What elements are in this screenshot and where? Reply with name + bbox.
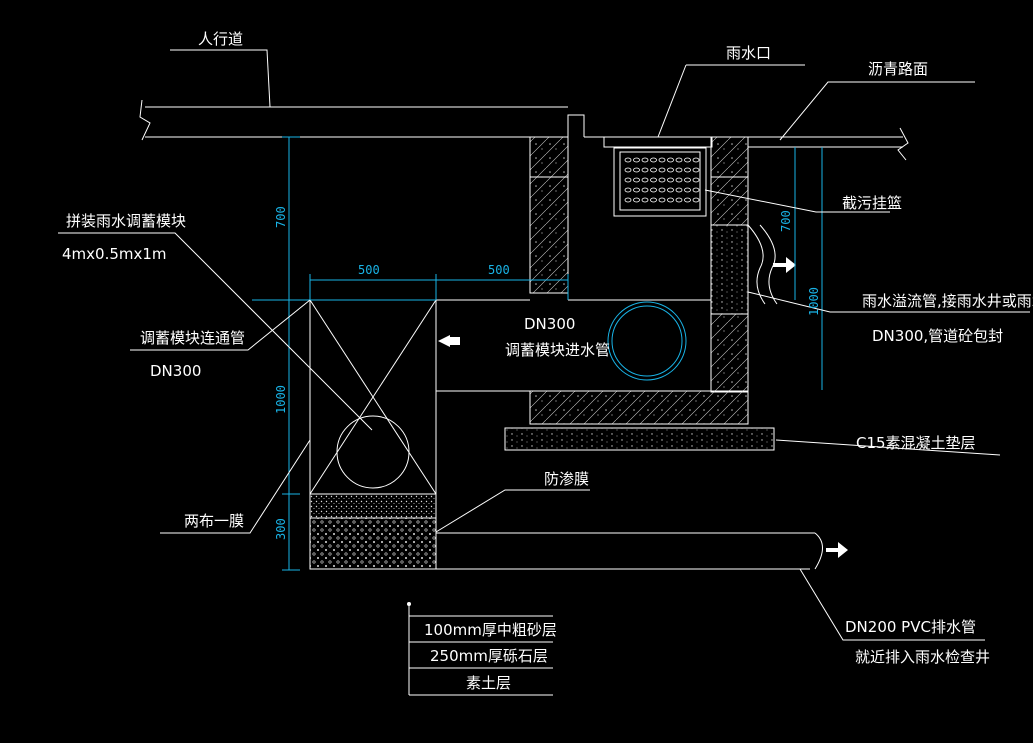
label-rain-inlet: 雨水口 xyxy=(726,44,771,62)
label-asphalt: 沥青路面 xyxy=(868,60,928,78)
dimension-lines xyxy=(252,136,823,571)
basket-hole xyxy=(675,187,683,193)
basket-hole xyxy=(675,157,683,163)
basket-hole xyxy=(624,197,632,203)
basket-hole xyxy=(650,197,657,203)
label-connect-pipe: 调蓄模块连通管 xyxy=(140,329,245,347)
basket-hole xyxy=(650,167,657,173)
basket-hole xyxy=(641,177,649,183)
basket-hole xyxy=(667,157,674,163)
basket-hole xyxy=(624,157,632,163)
basket-hole xyxy=(692,177,700,183)
basket-hole xyxy=(633,187,640,193)
basket-hole xyxy=(667,167,674,173)
label-layer1: 100mm厚中粗砂层 xyxy=(424,621,557,639)
basket-hole xyxy=(641,187,649,193)
dim-700-right: 700 xyxy=(779,210,793,232)
debris-basket xyxy=(613,147,707,217)
basket-hole xyxy=(675,167,683,173)
leader-lines xyxy=(58,49,1030,696)
dim-1000-left: 1000 xyxy=(274,385,288,414)
label-overflow-dn: DN300,管道砼包封 xyxy=(872,327,1003,345)
inlet-pipe xyxy=(436,299,711,392)
basket-hole xyxy=(684,157,691,163)
sidewalk-slab xyxy=(139,99,568,141)
overflow-pipe xyxy=(747,224,778,305)
basket-hole xyxy=(633,167,640,173)
label-layer2: 250mm厚砾石层 xyxy=(430,647,548,665)
label-connect-dn: DN300 xyxy=(150,362,201,380)
basket-hole xyxy=(658,187,666,193)
label-module-size: 4mx0.5mx1m xyxy=(62,245,167,263)
basket-hole xyxy=(650,157,657,163)
flow-arrows xyxy=(438,257,848,558)
basket-hole xyxy=(684,177,691,183)
basket-hole xyxy=(624,187,632,193)
basket-hole xyxy=(641,157,649,163)
basket-hole xyxy=(641,197,649,203)
label-geotextile: 两布一膜 xyxy=(184,512,244,530)
basket-hole xyxy=(641,167,649,173)
basket-hole xyxy=(684,187,691,193)
basket-hole xyxy=(692,157,700,163)
label-sidewalk: 人行道 xyxy=(198,30,243,48)
label-drain-pipe: DN200 PVC排水管 xyxy=(845,618,976,636)
inlet-well xyxy=(529,114,749,425)
basket-hole xyxy=(684,197,691,203)
label-seepage: 防渗膜 xyxy=(544,470,589,488)
basket-hole xyxy=(658,157,666,163)
label-overflow: 雨水溢流管,接雨水井或雨水口 xyxy=(862,292,1033,310)
basket-hole xyxy=(692,197,700,203)
label-basket: 截污挂篮 xyxy=(842,194,902,212)
basket-hole xyxy=(633,157,640,163)
basket-hole xyxy=(675,177,683,183)
basket-hole xyxy=(650,177,657,183)
dim-300: 300 xyxy=(274,518,288,540)
basket-hole xyxy=(667,177,674,183)
dim-500-b: 500 xyxy=(488,263,510,277)
basket-hole xyxy=(658,177,666,183)
basket-hole xyxy=(692,167,700,173)
dim-1000-right: 1000 xyxy=(807,287,821,316)
label-inlet-dn: DN300 xyxy=(524,315,575,333)
basket-hole xyxy=(650,187,657,193)
basket-hole xyxy=(658,167,666,173)
dim-700-left: 700 xyxy=(274,206,288,228)
basket-hole xyxy=(675,197,683,203)
storage-module xyxy=(309,299,437,570)
asphalt-surface xyxy=(748,127,909,161)
basket-hole xyxy=(624,177,632,183)
basket-hole xyxy=(633,197,640,203)
basket-hole xyxy=(692,187,700,193)
label-layer3: 素土层 xyxy=(466,674,511,692)
drain-pipe xyxy=(436,532,823,570)
basket-hole xyxy=(624,167,632,173)
label-drain-note: 就近排入雨水检查井 xyxy=(855,648,990,666)
label-inlet-pipe: 调蓄模块进水管 xyxy=(505,341,610,359)
dim-500-a: 500 xyxy=(358,263,380,277)
basket-hole xyxy=(667,187,674,193)
label-cushion: C15素混凝土垫层 xyxy=(856,434,976,452)
basket-hole xyxy=(684,167,691,173)
c15-cushion xyxy=(504,427,775,451)
basket-hole xyxy=(658,197,666,203)
basket-hole xyxy=(633,177,640,183)
basket-hole xyxy=(667,197,674,203)
label-module-title: 拼装雨水调蓄模块 xyxy=(66,212,186,230)
